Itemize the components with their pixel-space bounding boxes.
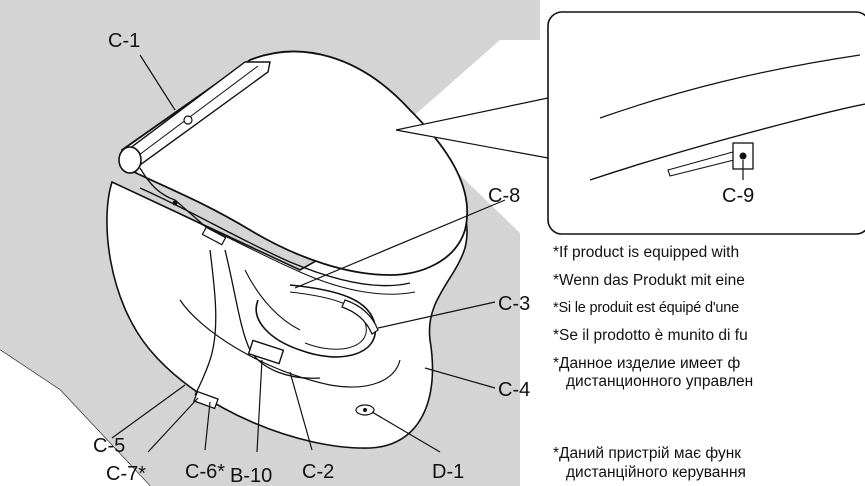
label-c2: C-2 (302, 461, 335, 483)
hose-loop (255, 284, 377, 358)
seat-rim-inner (149, 199, 416, 295)
label-c5: C-5 (93, 435, 126, 457)
note-ukrainian-1: *Даний пристрій має функ (553, 445, 742, 462)
hinge-end (118, 146, 142, 174)
connector-c6 (193, 390, 219, 410)
cable-3 (244, 269, 301, 331)
note-french: *Si le produit est équipé d'une (553, 300, 740, 316)
label-c4: C-4 (498, 379, 531, 401)
valve-b10 (247, 339, 285, 365)
bracket-c3 (341, 299, 379, 335)
hinge-button (183, 115, 193, 125)
note-german: *Wenn das Produkt mit eine (553, 272, 745, 289)
callout-wedge (396, 95, 550, 160)
label-c8: C-8 (488, 185, 521, 207)
inset-lower-curve (589, 103, 865, 181)
inset-upper-curve (599, 54, 861, 119)
inset-box (547, 11, 865, 235)
label-c6: C-6* (185, 461, 226, 483)
note-italian: *Se il prodotto è munito di fu (553, 327, 748, 344)
inner-opening (179, 299, 401, 388)
label-b10: B-10 (230, 465, 273, 486)
label-c7: C-7* (106, 463, 147, 485)
note-ukrainian-2: дистанційного керування (566, 464, 746, 481)
cable-1 (194, 249, 217, 396)
seat-rim (139, 187, 411, 287)
note-english: *If product is equipped with (553, 244, 740, 261)
note-russian-2: дистанционного управлен (566, 373, 754, 390)
leader-lines (111, 54, 744, 453)
side-arm (139, 167, 223, 241)
label-c1: C-1 (108, 30, 141, 52)
note-russian-1: *Данное изделие имеет ф (553, 355, 741, 372)
floor-area (0, 350, 150, 486)
label-d1: D-1 (432, 461, 465, 483)
label-c3: C-3 (498, 293, 531, 315)
label-c9: C-9 (722, 185, 755, 207)
